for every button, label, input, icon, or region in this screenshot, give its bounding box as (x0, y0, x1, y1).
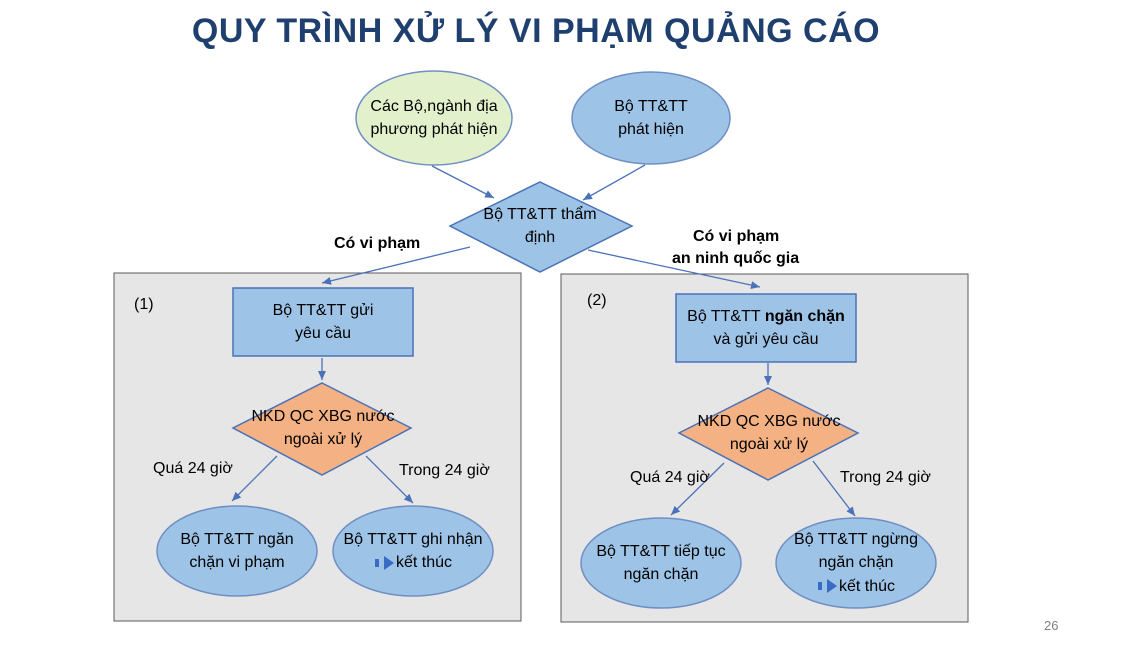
page-title: QUY TRÌNH XỬ LÝ VI PHẠM QUẢNG CÁO (191, 12, 881, 50)
panel-1-outcome-late: Bộ TT&TT ngăn chặn vi phạm (157, 506, 317, 596)
arrow-decision-1-late (231, 455, 278, 502)
panel-1-decision-line1: NKD QC XBG nước (251, 407, 395, 425)
arrow-decision-2-ok (812, 460, 856, 517)
panel-2-over-24h: Quá 24 giờ (630, 469, 710, 486)
review: Bộ TT&TT thẩm định (460, 196, 620, 256)
panel-1-outcome-ok-end: kết thúc (395, 554, 452, 571)
panel-1-over-24h: Quá 24 giờ (153, 460, 233, 477)
panel-1-number: (1) (134, 296, 154, 313)
panel-2-decision-diamond (677, 387, 860, 481)
panel-2-request: Bộ TT&TT ngăn chặn và gửi yêu cầu (676, 294, 856, 362)
arrow-review-to-panel-2 (587, 249, 761, 290)
arrow-review-to-panel-1 (321, 246, 471, 285)
panel-1-outcome-ok-line1: Bộ TT&TT ghi nhận (343, 530, 483, 548)
panel-2-outcome-ok: Bộ TT&TT ngừng ngăn chặn kết thúc (776, 518, 936, 608)
panel-1-decision-diamond (231, 382, 413, 476)
panel-1-request: Bộ TT&TT gửi yêu cầu (233, 288, 413, 356)
violation-label: Có vi phạm (334, 235, 421, 252)
security-label-line2: an ninh quốc gia (672, 250, 800, 267)
panel-2-outcome-late-line1: Bộ TT&TT tiếp tục (596, 542, 726, 560)
panel-1-request-box (232, 287, 414, 357)
source-mic: Bộ TT&TT phát hiện (572, 72, 730, 164)
panel-2-outcome-ok-line1: Bộ TT&TT ngừng (794, 531, 918, 549)
source-mic-line2: phát hiện (618, 121, 684, 138)
panel-2-request-line1: Bộ TT&TT ngăn chặn (687, 305, 845, 328)
panel-2-within-24h: Trong 24 giờ (840, 469, 931, 486)
panel-1-outcome-ok: Bộ TT&TT ghi nhận kết thúc (333, 506, 493, 596)
source-ministries-line2: phương phát hiện (370, 121, 498, 138)
panel-2-request-prefix: Bộ TT&TT (687, 307, 765, 325)
panel-1-decision: NKD QC XBG nước ngoài xử lý (238, 403, 408, 453)
source-ministries: Các Bộ,ngành địa phương phát hiện (356, 71, 512, 165)
panel-2-decision-line1: NKD QC XBG nước (697, 412, 841, 430)
source-ministries-line1: Các Bộ,ngành địa (370, 97, 498, 115)
panel-2-decision: NKD QC XBG nước ngoài xử lý (684, 408, 854, 458)
panel-2-outcome-late-line2: ngăn chặn (623, 566, 699, 583)
panel-2-request-bold: ngăn chặn (764, 307, 845, 325)
arrow-decision-1-ok (365, 455, 414, 504)
panel-2-outcome-ok-shape (775, 517, 937, 609)
panel-1-outcome-ok-line2: kết thúc (343, 551, 482, 574)
panel-2-decision-line2: ngoài xử lý (729, 436, 809, 453)
panel-2-outcome-ok-line2: ngăn chặn (818, 554, 894, 572)
page-number: 26 (1044, 618, 1059, 633)
arrow-decision-2-late (670, 462, 725, 516)
panel-2-outcome-ok-end: kết thúc (838, 577, 895, 595)
right-arrow-icon (383, 555, 394, 570)
panel-1-decision-line2: ngoài xử lý (283, 431, 363, 448)
panel-1-request-line1: Bộ TT&TT gửi (272, 301, 374, 319)
panel-1-request-line2: yêu cầu (294, 325, 352, 342)
panel-1-outcome-ok-shape (332, 505, 494, 597)
security-label-line1: Có vi phạm (693, 228, 780, 245)
panel-2-outcome-late: Bộ TT&TT tiếp tục ngăn chặn (581, 518, 741, 608)
panel-2-outcome-late-shape (580, 517, 742, 609)
panel-1-outcome-late-line1: Bộ TT&TT ngăn (180, 530, 294, 548)
review-line1: Bộ TT&TT thẩm (483, 205, 597, 223)
panel-2-request-line2: và gửi yêu cầu (713, 331, 819, 348)
arrow-ministries-to-review (431, 165, 495, 199)
review-diamond (448, 181, 634, 273)
panel-2-number: (2) (587, 292, 607, 309)
panel-2-outcome-ok-line3: kết thúc (794, 575, 918, 598)
panel-1-within-24h: Trong 24 giờ (399, 462, 490, 479)
panel-2-request-box (675, 293, 857, 363)
arrow-mic-to-review (582, 164, 646, 201)
panel-1-outcome-late-shape (156, 505, 318, 597)
panel-1-outcome-late-line2: chặn vi phạm (189, 554, 285, 571)
source-mic-line1: Bộ TT&TT (614, 97, 688, 115)
review-line2: định (524, 229, 556, 246)
right-arrow-icon (826, 579, 837, 594)
source-mic-shape (571, 71, 731, 165)
source-ministries-shape (355, 70, 513, 166)
